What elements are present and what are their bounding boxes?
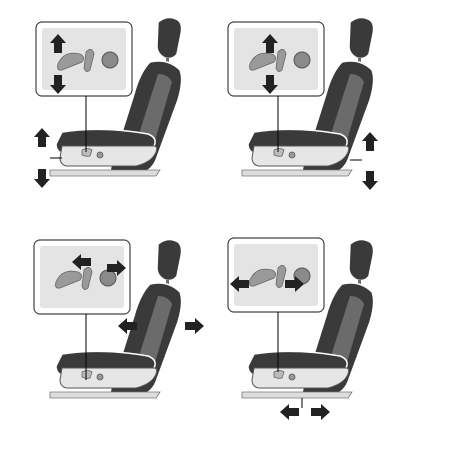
recline-forward-arrow-icon — [185, 318, 204, 334]
seat-up-arrow-icon — [34, 128, 50, 147]
callout-box — [227, 21, 325, 97]
seat-back-arrow-icon — [280, 404, 299, 420]
panel-rear-height — [227, 16, 378, 190]
panel-recline — [33, 238, 204, 399]
panel-fore-aft — [227, 237, 375, 420]
panel-front-height — [34, 16, 183, 188]
callout-box — [35, 21, 133, 97]
seat-forward-arrow-icon — [311, 404, 330, 420]
callout-box — [227, 237, 325, 313]
callout-box — [33, 239, 131, 315]
seat-down-arrow-icon — [362, 171, 378, 190]
seat-up-arrow-icon — [362, 132, 378, 151]
seat-down-arrow-icon — [34, 169, 50, 188]
